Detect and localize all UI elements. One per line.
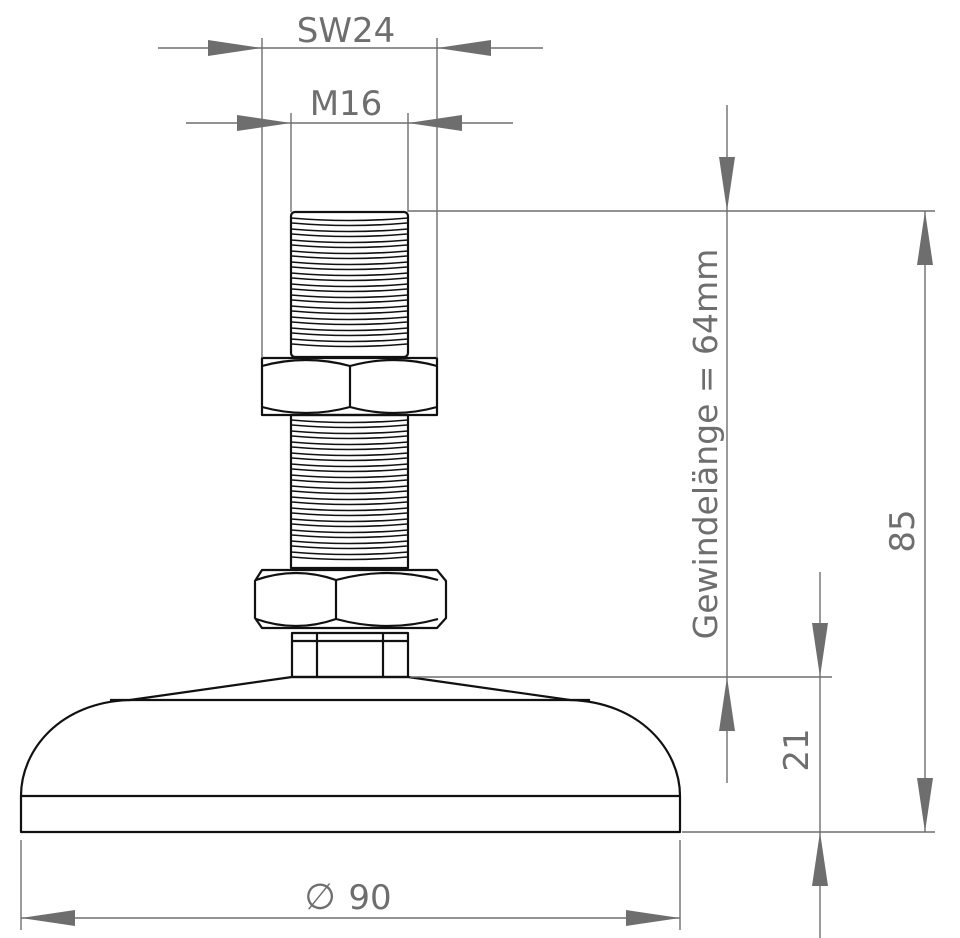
thread-ridge — [291, 288, 408, 293]
thread-ridge — [290, 430, 409, 435]
thread-ridge — [290, 316, 409, 321]
upper-nut-chamfer-top — [261, 358, 438, 368]
thread-ridge — [290, 239, 409, 244]
thread-length-arrow-top — [719, 157, 735, 211]
thread-ridge — [290, 474, 409, 479]
thread-ridge — [291, 446, 408, 451]
upper-nut-chamfer-bottom — [261, 405, 438, 415]
thread-ridge — [291, 233, 408, 238]
ball-hex-outline — [290, 631, 410, 679]
thread-ridge — [291, 534, 408, 539]
thread-ridge — [290, 250, 409, 255]
sw24-arrow-left — [208, 40, 262, 56]
thread-ridge — [291, 266, 408, 271]
thread-ridge — [290, 529, 409, 534]
base-plate — [19, 675, 682, 834]
m16-arrow-left — [237, 115, 291, 131]
thread-ridge — [291, 244, 408, 249]
thread-ridge — [291, 512, 408, 517]
thread-ridge — [291, 222, 408, 227]
m16-label: M16 — [310, 84, 383, 124]
thread-ridge — [291, 435, 408, 440]
thread-ridge — [291, 490, 408, 495]
base-dome — [19, 675, 682, 797]
thread-ridge — [291, 523, 408, 528]
thread-ridge — [290, 327, 409, 332]
sw24-dimension: SW24 — [158, 11, 543, 358]
lower-nut-chamfer-top — [255, 571, 439, 582]
upper-nut-outline — [260, 356, 439, 417]
thread-ridge — [290, 485, 409, 490]
thread-ridge — [290, 261, 409, 266]
thread-ridge — [290, 283, 409, 288]
thread-ridge — [291, 457, 408, 462]
thread-ridge — [291, 501, 408, 506]
thread-ridge — [291, 545, 408, 550]
thread-lines-lower — [290, 419, 409, 561]
threaded-rod-lower — [289, 413, 410, 570]
thread-ridge — [291, 556, 408, 561]
thread-ridge — [291, 424, 408, 429]
thread-length-arrow-bottom — [719, 677, 735, 731]
thread-ridge — [290, 441, 409, 446]
thread-ridge — [290, 463, 409, 468]
sw24-arrow-right — [437, 40, 491, 56]
thread-ridge — [290, 305, 409, 310]
total-height-arrow-top — [917, 211, 933, 265]
m16-dimension: M16 — [186, 84, 513, 212]
thread-ridge — [291, 255, 408, 260]
diameter-label: 90 — [348, 878, 391, 918]
ball-joint-hex — [290, 631, 410, 679]
thread-ridge — [291, 321, 408, 326]
sw24-label: SW24 — [297, 11, 395, 51]
base-height-arrow-top — [812, 623, 828, 677]
thread-ridge — [290, 228, 409, 233]
lower-nut-chamfer-bottom — [255, 617, 439, 628]
thread-ridge — [291, 479, 408, 484]
thread-ridge — [291, 299, 408, 304]
thread-ridge — [290, 419, 409, 424]
thread-length-dimension: Gewindelänge = 64mm — [408, 105, 935, 783]
diameter-dimension: ∅ 90 — [20, 840, 681, 930]
diameter-arrow-left — [21, 910, 75, 926]
m16-arrow-right — [408, 115, 462, 131]
diameter-symbol-icon: ∅ — [304, 877, 335, 918]
thread-ridge — [290, 518, 409, 523]
thread-ridge — [290, 551, 409, 556]
thread-ridge — [290, 217, 409, 222]
total-height-label: 85 — [883, 509, 923, 552]
upper-hex-nut — [260, 356, 439, 417]
base-height-dimension: 21 — [777, 572, 828, 938]
thread-ridge — [291, 468, 408, 473]
thread-ridge — [291, 277, 408, 282]
thread-ridge — [290, 272, 409, 277]
lower-hex-nut — [253, 568, 448, 630]
base-height-arrow-bottom — [812, 832, 828, 886]
thread-ridge — [290, 452, 409, 457]
thread-ridge — [290, 540, 409, 545]
base-height-label: 21 — [777, 728, 817, 771]
thread-ridge — [290, 338, 409, 343]
thread-lines-upper — [290, 217, 409, 348]
thread-ridge — [291, 310, 408, 315]
thread-length-label: Gewindelänge = 64mm — [686, 249, 725, 640]
rod-lower-outline — [289, 413, 410, 570]
thread-ridge — [291, 343, 408, 348]
total-height-dimension: 85 — [682, 211, 935, 833]
leveling-foot-part — [19, 210, 682, 834]
thread-ridge — [290, 294, 409, 299]
total-height-arrow-bottom — [917, 778, 933, 832]
diameter-arrow-right — [626, 910, 680, 926]
lower-nut-outline — [253, 568, 448, 630]
base-rubber-pad — [19, 794, 682, 834]
thread-ridge — [291, 332, 408, 337]
thread-ridge — [290, 507, 409, 512]
threaded-rod-upper — [289, 210, 410, 359]
thread-ridge — [290, 496, 409, 501]
